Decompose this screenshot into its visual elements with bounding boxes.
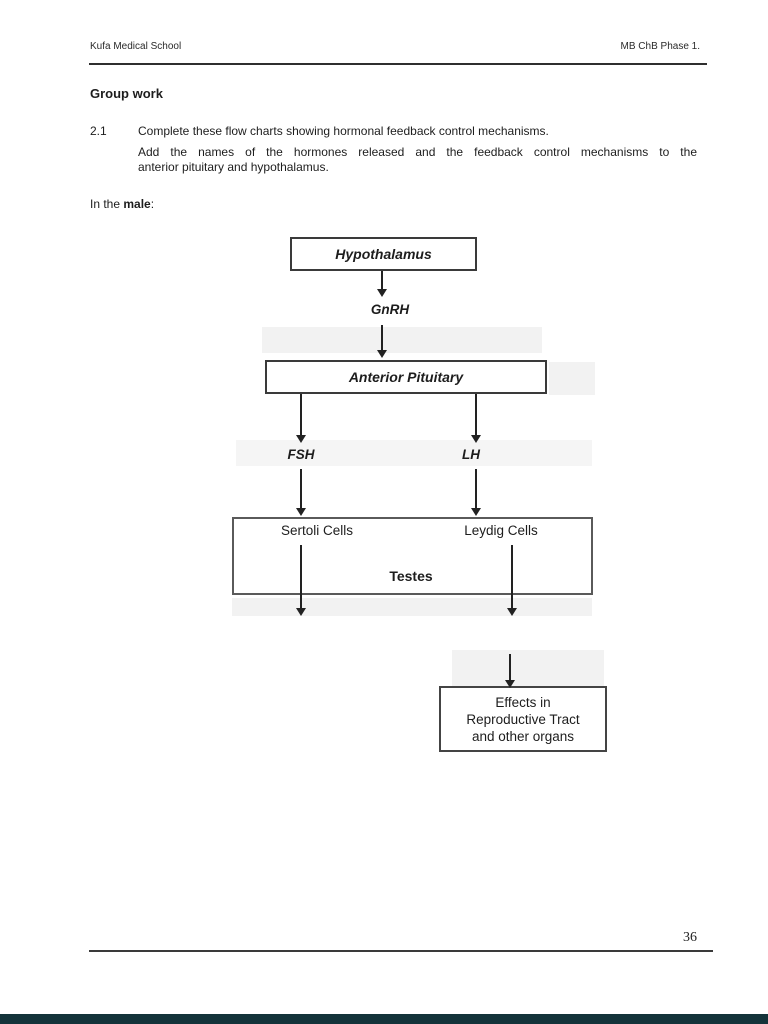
label-gnrh: GnRH [370, 302, 410, 317]
arrow-gnrh-to-pituitary [377, 325, 387, 358]
question-text-line3: anterior pituitary and hypothalamus. [138, 160, 329, 174]
arrow-sertoli-output [296, 545, 306, 616]
node-anterior-pituitary: Anterior Pituitary [265, 360, 547, 394]
scan-artifact [549, 362, 595, 395]
label-testes: Testes [389, 568, 433, 584]
section-title: Group work [90, 86, 163, 101]
node-hypothalamus: Hypothalamus [290, 237, 477, 271]
effects-line-3: and other organs [471, 728, 575, 744]
arrow-pituitary-to-fsh [296, 394, 306, 443]
scan-artifact [452, 650, 604, 688]
intro-line: In the male: [90, 197, 154, 211]
viewer-bottom-bar [0, 1014, 768, 1024]
header-school-name: Kufa Medical School [90, 41, 182, 52]
arrow-leydig-output [507, 545, 517, 616]
question-number: 2.1 [90, 124, 107, 138]
scan-artifact [262, 327, 542, 353]
intro-emphasis: male [123, 197, 151, 211]
arrow-hypothalamus-to-gnrh [377, 271, 387, 297]
label-fsh: FSH [287, 447, 315, 462]
intro-prefix: In the [90, 197, 124, 211]
scan-artifact [232, 598, 592, 616]
question-text-line2: Add the names of the hormones released a… [138, 145, 697, 159]
effects-line-2: Reproductive Tract [466, 711, 580, 727]
label-lh: LH [462, 447, 480, 462]
arrow-lh-to-testes [471, 469, 481, 516]
label-sertoli-cells: Sertoli Cells [280, 523, 354, 538]
effects-line-1: Effects in [495, 694, 551, 710]
label-leydig-cells: Leydig Cells [464, 523, 538, 538]
question-text-line1: Complete these flow charts showing hormo… [138, 124, 549, 138]
page-number: 36 [683, 930, 697, 945]
header-rule [89, 63, 707, 65]
footer-rule [89, 950, 713, 952]
node-effects: Effects in Reproductive Tract and other … [439, 686, 607, 752]
intro-suffix: : [150, 197, 155, 211]
header-course-phase: MB ChB Phase 1. [620, 41, 700, 52]
node-testes-box [232, 517, 593, 595]
scan-artifact [236, 440, 592, 466]
arrow-fsh-to-testes [296, 469, 306, 516]
arrow-to-effects-box [505, 654, 515, 688]
arrow-pituitary-to-lh [471, 394, 481, 443]
